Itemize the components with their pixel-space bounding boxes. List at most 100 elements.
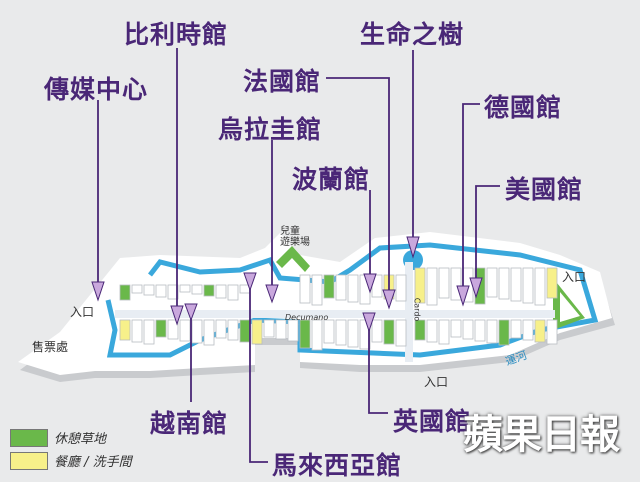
- building-block: [179, 284, 191, 293]
- label-vietnam-pavilion: 越南館: [150, 409, 229, 438]
- cardo-avenue: [405, 262, 413, 362]
- pointer-arrow-belgium: [170, 305, 184, 326]
- pointer-arrow-malaysia: [243, 272, 257, 292]
- building-block: [474, 319, 486, 342]
- pointer-arrow-poland: [363, 273, 377, 294]
- playground-area: [276, 246, 310, 272]
- building-block: [155, 284, 167, 298]
- pointer-arrow-uk: [362, 312, 376, 333]
- building-block: [203, 284, 215, 297]
- building-block: [395, 319, 407, 347]
- legend-swatch-grass: [10, 428, 48, 447]
- label-tree-of-life: 生命之樹: [360, 20, 465, 49]
- building-block: [335, 319, 347, 346]
- legend-item-grass: 休憩草地: [10, 428, 106, 447]
- building-block: [227, 284, 239, 301]
- building-block: [426, 267, 438, 306]
- building-block: [450, 319, 462, 338]
- building-block: [347, 319, 359, 348]
- building-block: [498, 319, 510, 346]
- building-block: [371, 319, 383, 343]
- building-block: [167, 284, 179, 300]
- building-block: [227, 319, 239, 341]
- playground-label: 兒童 遊樂場: [280, 226, 310, 248]
- label-belgium-pavilion: 比利時館: [124, 20, 229, 49]
- decumano-avenue: [115, 310, 555, 318]
- building-block: [546, 267, 558, 299]
- building-block: [275, 319, 287, 340]
- building-block: [450, 267, 462, 301]
- cardo-label: Cardo: [412, 297, 422, 322]
- pointer-line-uk: [368, 320, 388, 414]
- legend-label: 餐廳 / 洗手間: [54, 455, 132, 470]
- building-block: [143, 284, 155, 296]
- building-block: [287, 319, 299, 342]
- building-block: [215, 284, 227, 299]
- entrance-east-label: 入口: [562, 270, 587, 284]
- building-block: [191, 319, 203, 344]
- building-block: [522, 319, 534, 341]
- ticket-office-label: 售票處: [32, 340, 69, 354]
- building-block: [438, 267, 450, 299]
- pointer-line-malaysia: [249, 280, 268, 463]
- entrance-west-label: 入口: [70, 305, 95, 319]
- building-block: [215, 319, 227, 339]
- building-block: [299, 319, 311, 349]
- building-block: [203, 319, 215, 346]
- label-germany-pavilion: 德國館: [484, 93, 563, 122]
- building-block: [167, 319, 179, 340]
- pointer-line-germany: [462, 103, 480, 290]
- label-france-pavilion: 法國館: [243, 67, 322, 96]
- building-block: [155, 319, 167, 338]
- building-block: [119, 284, 131, 301]
- building-block: [131, 319, 143, 343]
- building-block: [546, 319, 558, 345]
- pointer-arrow-france: [382, 289, 396, 310]
- building-block: [179, 319, 191, 342]
- building-block: [486, 319, 498, 344]
- legend-label: 休憩草地: [54, 432, 107, 447]
- label-uk-pavilion: 英國館: [393, 407, 472, 436]
- label-poland-pavilion: 波蘭館: [292, 165, 371, 194]
- pointer-arrow-germany: [456, 285, 470, 307]
- building-block: [510, 267, 522, 302]
- pointer-arrow-vietnam: [184, 303, 198, 322]
- building-block: [347, 274, 359, 303]
- building-block: [263, 319, 275, 338]
- building-block: [131, 284, 143, 294]
- pointer-line-france: [326, 77, 390, 295]
- building-block: [119, 319, 131, 341]
- building-block: [534, 267, 546, 306]
- label-media-center: 傳媒中心: [44, 75, 149, 104]
- building-block: [534, 319, 546, 343]
- legend-swatch-food: [10, 451, 48, 470]
- watermark-logo: 蘋果日報: [463, 412, 620, 458]
- building-block: [335, 274, 347, 301]
- pavilion-blocks: [119, 267, 558, 351]
- building-block: [191, 284, 203, 295]
- entrance-south-label: 入口: [424, 375, 449, 389]
- building-block: [486, 267, 498, 298]
- building-block: [498, 267, 510, 300]
- building-block: [395, 274, 407, 302]
- decumano-label: Decumano: [285, 313, 329, 322]
- building-block: [251, 319, 263, 345]
- building-block: [522, 267, 534, 304]
- pointer-arrow-media-center: [91, 281, 105, 302]
- building-block: [143, 319, 155, 345]
- building-block: [462, 319, 474, 340]
- building-block: [510, 319, 522, 339]
- pointer-line-usa: [475, 185, 500, 285]
- label-usa-pavilion: 美國館: [505, 175, 584, 204]
- building-block: [414, 319, 426, 341]
- building-block: [323, 274, 335, 299]
- building-block: [323, 319, 335, 344]
- building-block: [299, 274, 311, 304]
- building-block: [383, 319, 395, 345]
- label-malaysia-pavilion: 馬來西亞館: [272, 451, 403, 480]
- label-uruguay-pavilion: 烏拉圭館: [218, 115, 323, 144]
- building-block: [414, 267, 426, 304]
- building-block: [311, 274, 323, 306]
- building-block: [426, 319, 438, 343]
